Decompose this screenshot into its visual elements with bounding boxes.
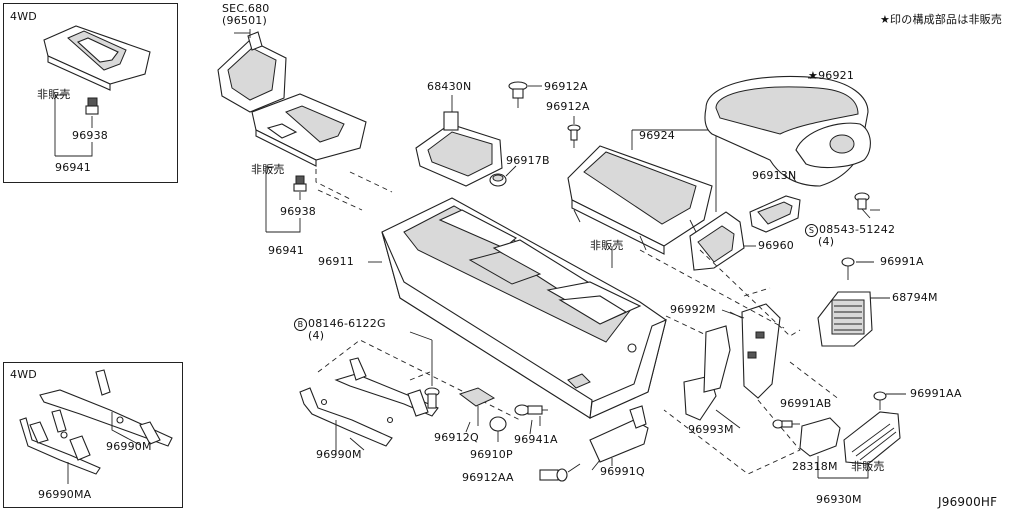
bracket-96991Q-drawing (589, 405, 649, 466)
label-96921-text: 96921 (818, 69, 855, 82)
label-96941: 96941 (268, 244, 304, 257)
inset-4wd-top-drawing (43, 25, 151, 157)
inset-4wd-bottom-drawing (19, 369, 173, 484)
label-96913N: 96913N (752, 169, 797, 182)
label-96941A: 96941A (514, 433, 558, 446)
label-96910P: 96910P (470, 448, 513, 461)
label-08146-text: 08146-6122G (308, 317, 386, 330)
b-mark: B (294, 318, 307, 331)
label-not-sold-3: 非販売 (851, 460, 885, 473)
inset-bottom-part-96990MA: 96990MA (38, 488, 92, 501)
console-body-96911-drawing (368, 197, 667, 419)
inset-bottom-part-96990M: 96990M (106, 440, 152, 453)
s-mark: S (805, 224, 818, 237)
panel-96960-drawing (689, 211, 756, 271)
tray-68430N-drawing (415, 95, 503, 187)
diagram-code: J96900HF (938, 495, 998, 509)
brackets-96990M-drawing (299, 357, 439, 452)
screw-96941A-drawing (514, 404, 548, 426)
label-96912A-1: 96912A (544, 80, 588, 93)
label-96917B: 96917B (506, 154, 550, 167)
label-96991AB: 96991AB (780, 397, 832, 410)
not-sold-note: ★印の構成部品は非販売 (880, 13, 1003, 26)
label-sec680: SEC.680 (222, 2, 270, 15)
inset-4wd-top (3, 3, 178, 183)
inset-top-tag: 4WD (10, 10, 37, 23)
label-not-sold-2: 非販売 (590, 239, 624, 252)
screw-96991AB-drawing (772, 419, 800, 429)
label-96990M: 96990M (316, 448, 362, 461)
label-sec680-sub: (96501) (222, 14, 267, 27)
pad-96912Q-drawing (458, 387, 496, 426)
inset-top-part-96938: 96938 (72, 129, 108, 142)
label-96924: 96924 (639, 129, 675, 142)
label-68430N: 68430N (427, 80, 472, 93)
star-mark: ★ (808, 69, 819, 82)
label-96992M: 96992M (670, 303, 716, 316)
label-96991A: 96991A (880, 255, 924, 268)
label-08543-text: 08543-51242 (819, 223, 896, 236)
label-96991Q: 96991Q (600, 465, 645, 478)
label-96912AA: 96912AA (462, 471, 514, 484)
inset-4wd-bottom (3, 362, 183, 508)
inset-bottom-tag: 4WD (10, 368, 37, 381)
vent-96930M-drawing (799, 391, 906, 479)
box-96924-drawing (567, 145, 713, 255)
label-96921: ★96921 (808, 70, 854, 82)
label-not-sold-1: 非販売 (251, 163, 285, 176)
plug-96917B-drawing (489, 165, 517, 187)
label-96930M: 96930M (816, 493, 862, 506)
label-96991AA: 96991AA (910, 387, 962, 400)
label-96912A-2: 96912A (546, 100, 590, 113)
sec680-bracket-drawing (217, 29, 287, 113)
cover-96913N-drawing (749, 195, 801, 233)
label-96960: 96960 (758, 239, 794, 252)
screws-96912A-drawing (508, 81, 581, 148)
clip-96912AA-drawing (539, 463, 581, 482)
screw-08543-drawing (854, 192, 880, 219)
label-96993M: 96993M (688, 423, 734, 436)
inset-top-not-sold: 非販売 (37, 88, 71, 101)
label-28318M: 28318M (792, 460, 838, 473)
brackets-96992M-96993M-drawing (683, 303, 781, 421)
vent-68794M-drawing (817, 257, 890, 347)
label-08543-qty: (4) (818, 235, 835, 248)
label-68794M: 68794M (892, 291, 938, 304)
cap-96910P-drawing (489, 416, 507, 442)
bezel-96941-drawing (251, 93, 367, 233)
armrest-96921-drawing (704, 75, 871, 187)
screw-08146-drawing (409, 331, 440, 409)
inset-top-part-96941: 96941 (55, 161, 91, 174)
label-96912Q: 96912Q (434, 431, 479, 444)
label-96911: 96911 (318, 255, 354, 268)
label-08146-qty: (4) (308, 329, 325, 342)
label-96938: 96938 (280, 205, 316, 218)
